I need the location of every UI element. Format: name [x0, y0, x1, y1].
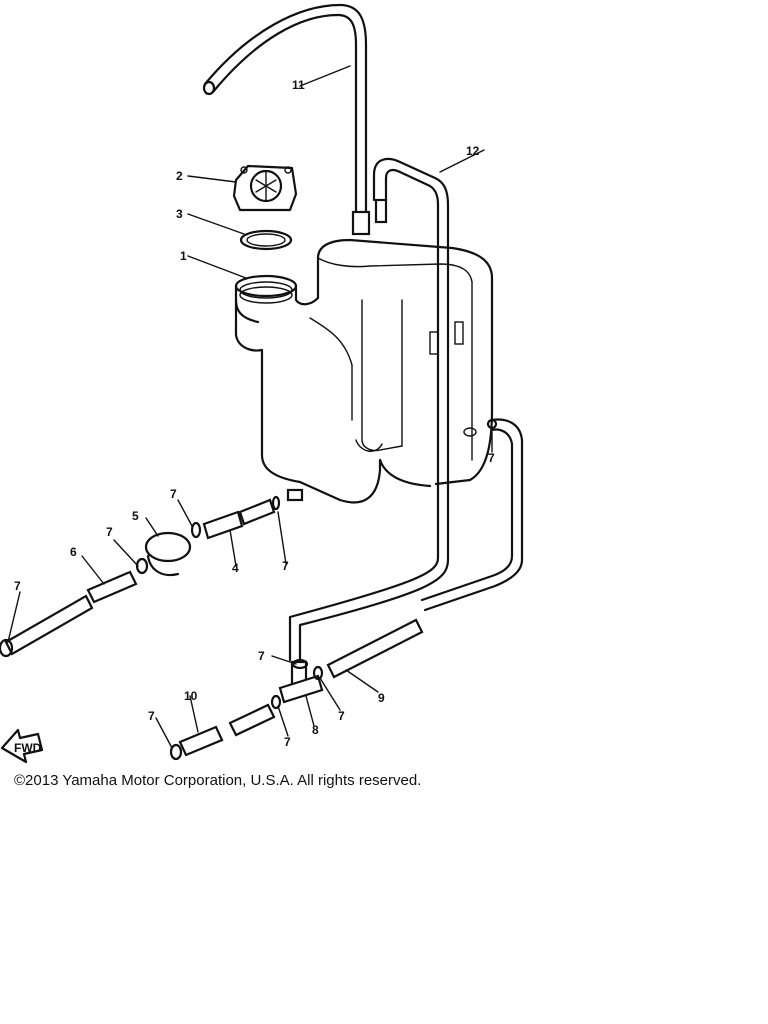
oil-tank	[234, 238, 494, 504]
hose-9	[326, 618, 424, 679]
fuel-line-lower	[169, 658, 324, 761]
fwd-label: FWD	[14, 741, 42, 755]
callout-7-tee-right: 7	[338, 709, 345, 723]
parts-diagram: FWD 11 12 2 3 1 5 7 6 7 4 7 7	[0, 3, 524, 764]
callout-7-tee-top: 7	[258, 649, 265, 663]
callout-9: 9	[378, 691, 385, 705]
callout-3: 3	[176, 207, 183, 221]
hose-right-return	[420, 418, 524, 612]
callout-4: 4	[232, 561, 239, 575]
callout-1: 1	[180, 249, 187, 263]
callout-11: 11	[292, 78, 305, 92]
callout-7-filter-out: 7	[170, 487, 177, 501]
fwd-arrow-icon: FWD	[0, 728, 44, 764]
callout-10: 10	[184, 689, 198, 703]
copyright-notice: ©2013 Yamaha Motor Corporation, U.S.A. A…	[14, 772, 422, 789]
callout-7-tee-left: 7	[284, 735, 291, 749]
callout-2: 2	[176, 169, 183, 183]
callout-7-filter-in: 7	[106, 525, 113, 539]
callouts: 11 12 2 3 1 5 7 6 7 4 7 7 7 7 7 9 8 7 10…	[14, 78, 495, 749]
callout-7-lower-end: 7	[148, 709, 155, 723]
fuel-line-left	[0, 495, 281, 658]
leader-lines	[7, 65, 493, 749]
callout-7-tank-out: 7	[282, 559, 289, 573]
callout-12: 12	[466, 144, 480, 158]
callout-6: 6	[70, 545, 77, 559]
callout-7-left-end: 7	[14, 579, 21, 593]
callout-7-tank-return: 7	[488, 451, 495, 465]
hose-12	[288, 157, 450, 662]
o-ring	[239, 229, 293, 251]
hose-11	[202, 3, 371, 236]
tank-cap	[232, 164, 298, 212]
callout-8: 8	[312, 723, 319, 737]
callout-5: 5	[132, 509, 139, 523]
